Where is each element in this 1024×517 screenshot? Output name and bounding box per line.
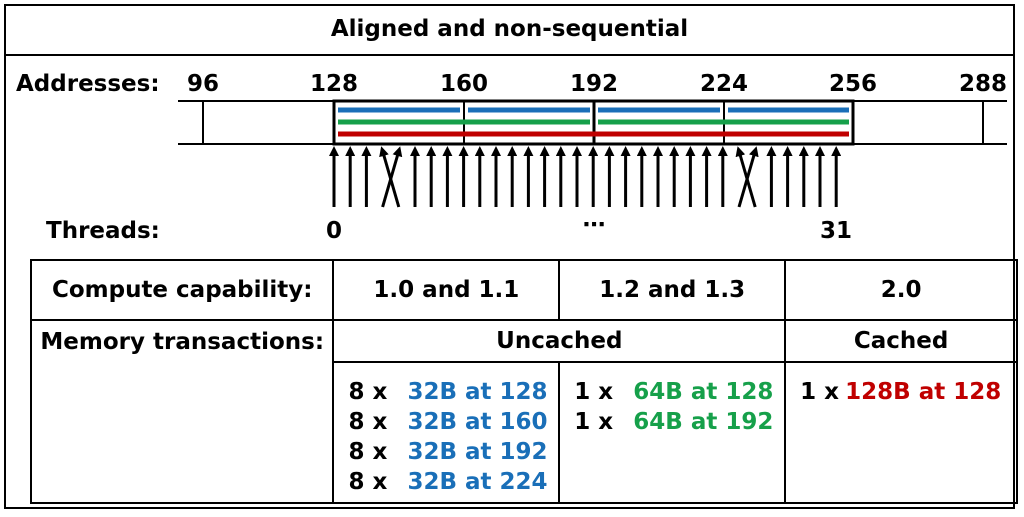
address-192: 192	[569, 71, 619, 97]
address-128: 128	[309, 71, 359, 97]
uncached-header: Uncached	[332, 319, 787, 363]
thread-first: 0	[325, 218, 343, 244]
thread-arrow	[735, 146, 757, 208]
address-256: 256	[828, 71, 878, 97]
memory-diagram	[178, 99, 1007, 208]
cc-1-2-header: 1.2 and 1.3	[558, 259, 787, 321]
threads-label: Threads:	[46, 218, 160, 244]
table-row: Compute capability: 1.0 and 1.1 1.2 and …	[29, 259, 1018, 321]
title-row: Aligned and non-sequential	[4, 4, 1015, 56]
cc-1-0-header: 1.0 and 1.1	[332, 259, 561, 321]
cc-2-0-header: 2.0	[784, 259, 1018, 321]
diagram-frame	[4, 4, 1015, 509]
addresses-label: Addresses:	[16, 71, 160, 97]
transactions-table: Compute capability: 1.0 and 1.1 1.2 and …	[29, 259, 1018, 504]
compute-capability-label: Compute capability:	[29, 259, 335, 321]
thread-arrow	[379, 146, 401, 208]
thread-last: 31	[819, 218, 853, 244]
address-224: 224	[699, 71, 749, 97]
address-96: 96	[186, 71, 220, 97]
address-288: 288	[958, 71, 1008, 97]
diagram-title: Aligned and non-sequential	[330, 16, 689, 42]
thread-arrows	[329, 146, 842, 208]
table-row: Memory transactions: Uncached Cached	[29, 319, 1018, 504]
cached-header: Cached	[784, 319, 1018, 363]
memory-transactions-label: Memory transactions:	[29, 319, 335, 504]
address-160: 160	[439, 71, 489, 97]
thread-ellipsis: ⋯	[582, 212, 606, 238]
